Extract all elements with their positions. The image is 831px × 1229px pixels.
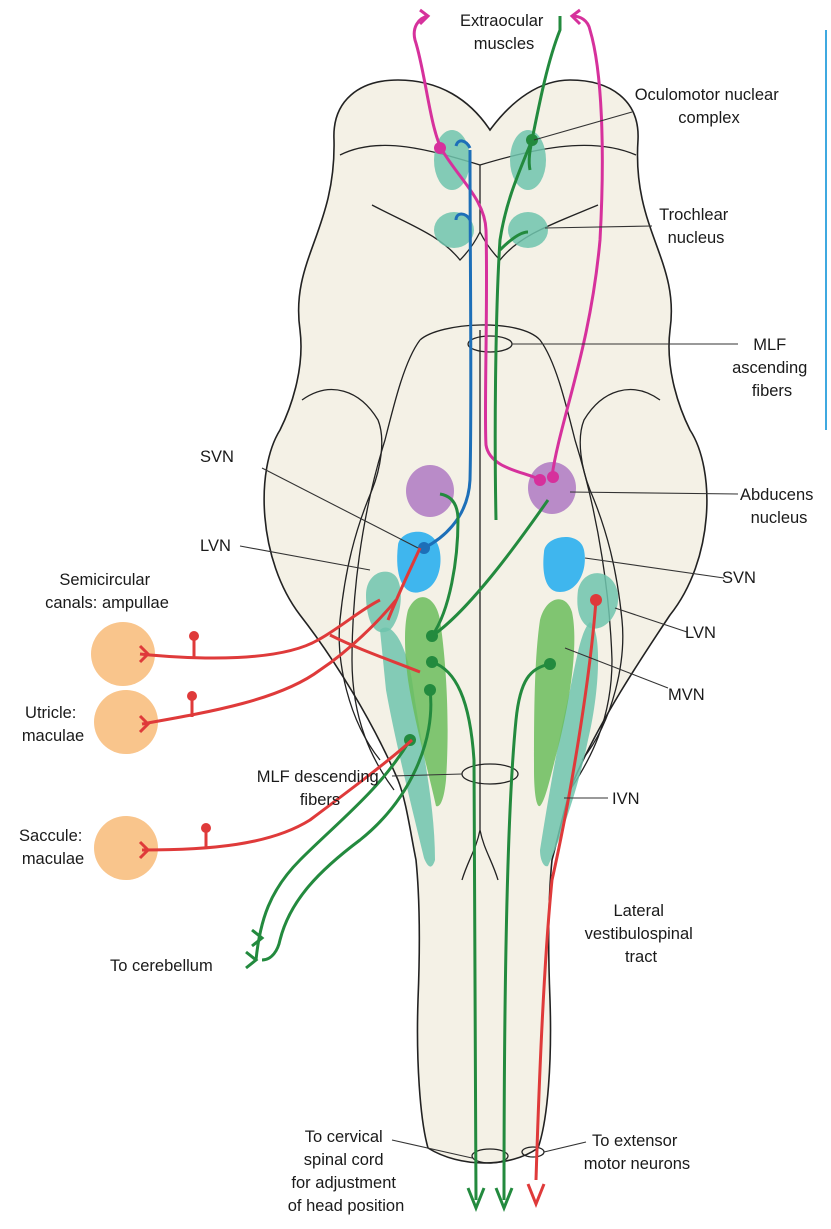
label-to-extensor-motor-neurons: To extensor motor neurons — [584, 1132, 690, 1173]
label-to-cervical-spinal-cord: To cervical spinal cord for adjustment o… — [288, 1128, 405, 1215]
label-trochlear-nucleus: Trochlear nucleus — [659, 206, 733, 247]
label-mlf-ascending-fibers: MLF ascending fibers — [732, 336, 812, 400]
label-lvn-right: LVN — [685, 624, 716, 642]
label-to-cerebellum: To cerebellum — [110, 957, 213, 975]
label-saccule-maculae: Saccule: maculae — [19, 827, 87, 868]
trochlear-nucleus-right — [508, 212, 548, 248]
label-extraocular-muscles: Extraocular muscles — [460, 12, 548, 53]
label-abducens-nucleus: Abducens nucleus — [740, 486, 818, 527]
label-lateral-vestibulospinal-tract: Lateral vestibulospinal tract — [585, 902, 698, 966]
sense-organs — [91, 622, 158, 880]
label-svn-left: SVN — [200, 448, 234, 466]
abducens-nucleus-left — [406, 465, 454, 517]
label-svn-right: SVN — [722, 569, 756, 587]
label-utricle-maculae: Utricle: maculae — [22, 704, 84, 745]
label-lvn-left: LVN — [200, 537, 231, 555]
label-ivn: IVN — [612, 790, 640, 808]
saccule-organ — [94, 816, 158, 880]
label-mvn: MVN — [668, 686, 705, 704]
label-semicircular-canals: Semicircular canals: ampullae — [45, 571, 169, 612]
label-mlf-descending-fibers: MLF descending fibers — [257, 768, 384, 809]
label-oculomotor-nuclear-complex: Oculomotor nuclear complex — [635, 86, 784, 127]
